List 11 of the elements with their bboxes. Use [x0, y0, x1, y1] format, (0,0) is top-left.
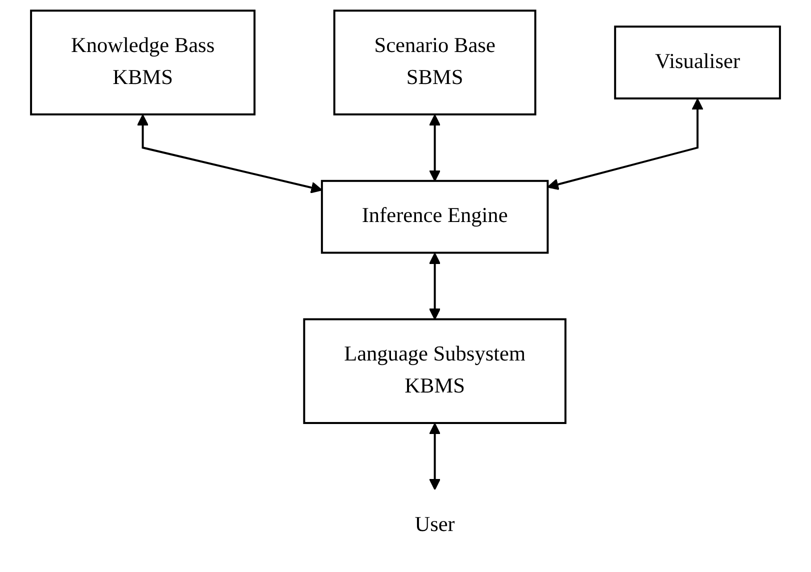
node-box: Scenario Base SBMS [333, 10, 536, 116]
node-box: Visualiser [614, 26, 781, 100]
arrow [136, 114, 322, 194]
node-box: Language Subsystem KBMS [303, 318, 566, 424]
arrow [428, 423, 441, 490]
node-box: Knowledge Bass KBMS [30, 10, 256, 116]
node-text: User [414, 513, 455, 536]
arrow [547, 98, 704, 190]
arrow [428, 114, 441, 182]
node-box: Inference Engine [320, 180, 549, 254]
arrow [428, 252, 441, 320]
